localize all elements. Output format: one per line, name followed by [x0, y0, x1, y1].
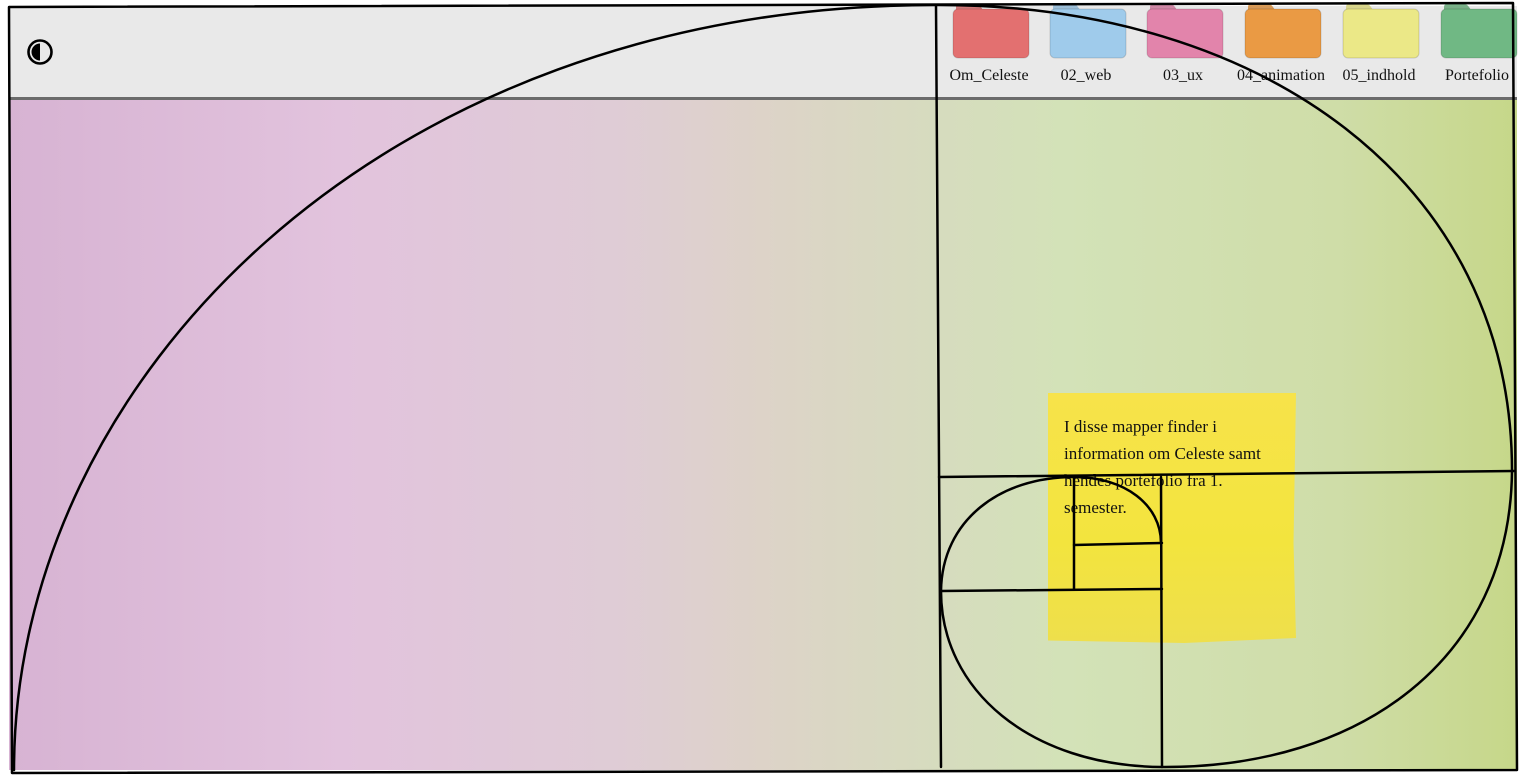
- divider-vertical-small: [1159, 475, 1164, 769]
- folder-label: Portefolio: [1445, 67, 1509, 84]
- folder-label: 02_web: [1060, 67, 1112, 84]
- folder-icon: [1244, 4, 1322, 59]
- spiral-arc-right: [934, 3, 1514, 473]
- spiral-arc-bottom: [1160, 469, 1514, 769]
- folder-label: 05_indhold: [1342, 67, 1416, 84]
- divider-horizontal-right: [937, 469, 1516, 479]
- folder-item[interactable]: 03_ux: [1138, 3, 1228, 93]
- folder-item[interactable]: Portefolio: [1432, 3, 1522, 93]
- spiral-arc-top: [939, 475, 1076, 593]
- folder-label: Om_Celeste: [949, 67, 1029, 84]
- divider-horizontal-small: [939, 587, 1164, 593]
- folder-icon: [1342, 4, 1420, 59]
- contrast-toggle-button[interactable]: [26, 38, 54, 66]
- folder-label: 04_animation: [1237, 67, 1325, 84]
- folder-icon: [1146, 4, 1224, 59]
- spiral-arc-left: [939, 589, 1164, 769]
- divider-horizontal-tiny: [1072, 541, 1164, 547]
- folder-item[interactable]: 05_indhold: [1334, 3, 1424, 93]
- half-circle-contrast-icon: [27, 39, 53, 65]
- divider-vertical-main: [934, 3, 943, 769]
- outer-frame: [7, 1, 1519, 775]
- top-bar-divider: [9, 97, 1517, 100]
- folder-label: 03_ux: [1163, 67, 1203, 84]
- sticky-note[interactable]: I disse mapper finder i information om C…: [1048, 393, 1296, 643]
- folder-item[interactable]: 04_animation: [1236, 3, 1326, 93]
- folder-icon: [1440, 4, 1518, 59]
- spiral-arc-inner: [1072, 475, 1163, 545]
- spiral-arc-large: [12, 3, 938, 772]
